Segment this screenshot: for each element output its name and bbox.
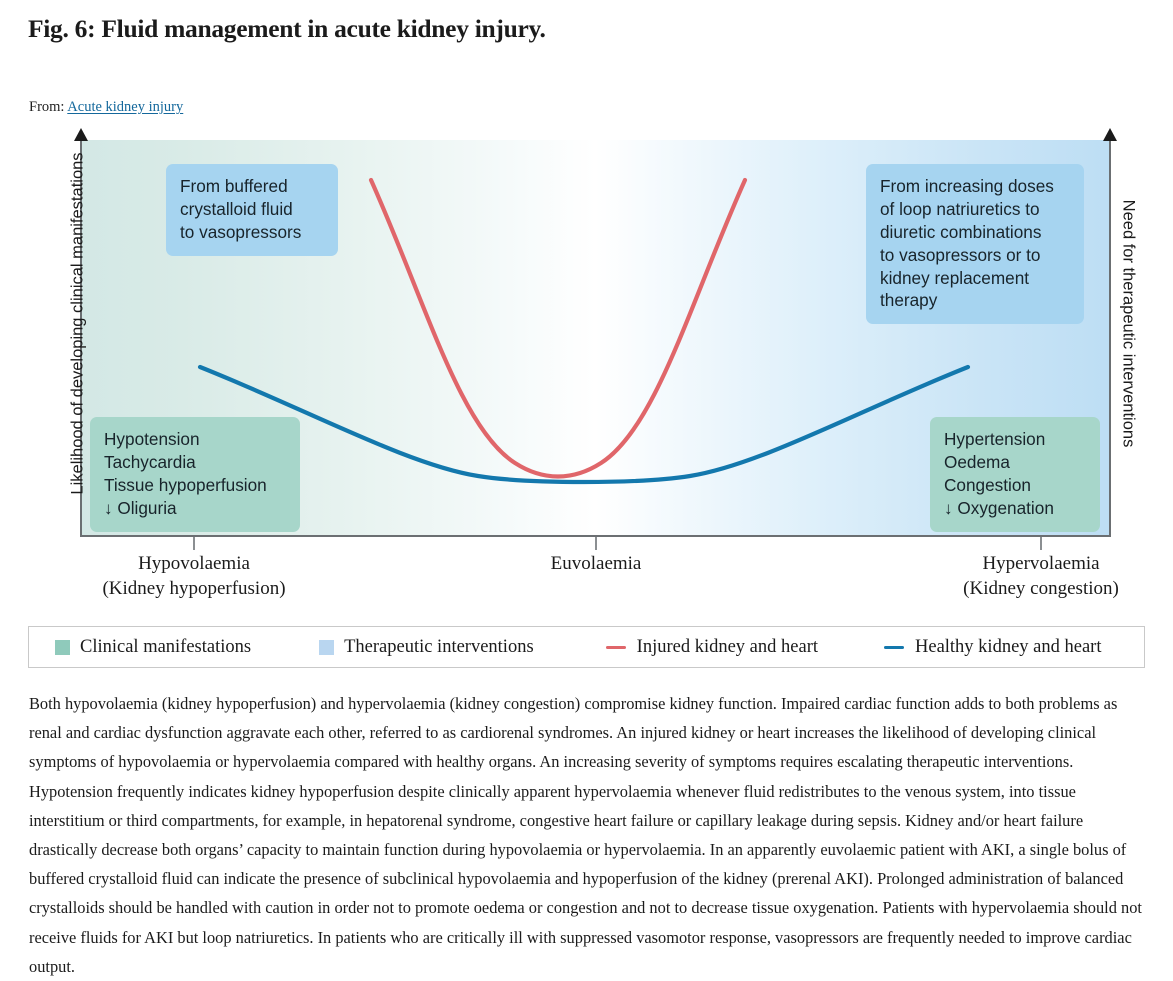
legend-label-therapeutic-interventions: Therapeutic interventions [344, 636, 534, 657]
source-attribution: From: Acute kidney injury [29, 99, 183, 116]
y-axis-right-line [1109, 140, 1111, 536]
chart-legend: Clinical manifestations Therapeutic inte… [28, 626, 1145, 668]
legend-line-icon-injured-kidney-and-heart [605, 645, 626, 649]
plot-area: Likelihood of developing clinical manife… [28, 128, 1145, 618]
y-axis-left-arrow-icon [74, 128, 88, 141]
x-tick-label-hypovolaemia-main: Hypovolaemia [138, 553, 250, 574]
legend-item-injured-kidney-and-heart: Injured kidney and heart [605, 636, 818, 658]
y-axis-left-title: Likelihood of developing clinical manife… [68, 152, 87, 495]
legend-label-clinical-manifestations: Clinical manifestations [80, 636, 252, 657]
x-tick-mark-hypervolaemia [1040, 537, 1042, 550]
legend-label-healthy-kidney-and-heart: Healthy kidney and heart [915, 636, 1102, 657]
annotation-manifestations-hypovolaemia: Hypotension Tachycardia Tissue hypoperfu… [90, 417, 300, 532]
annotation-manifestations-hypervolaemia: Hypertension Oedema Congestion ↓ Oxygena… [930, 417, 1100, 532]
legend-swatch-icon-clinical-manifestations [55, 639, 70, 655]
x-tick-label-hypervolaemia-sub: (Kidney congestion) [963, 577, 1119, 599]
page-title: Fig. 6: Fluid management in acute kidney… [28, 14, 546, 43]
x-tick-mark-hypovolaemia [193, 537, 195, 550]
legend-label-injured-kidney-and-heart: Injured kidney and heart [636, 636, 818, 657]
x-tick-label-hypovolaemia-sub: (Kidney hypoperfusion) [102, 577, 286, 599]
legend-swatch-icon-therapeutic-interventions [319, 639, 335, 655]
legend-line-icon-healthy-kidney-and-heart [884, 645, 904, 649]
legend-item-healthy-kidney-and-heart: Healthy kidney and heart [884, 637, 1101, 658]
x-tick-label-hypervolaemia-main: Hypervolaemia [982, 553, 1100, 574]
legend-item-clinical-manifestations: Clinical manifestations [55, 637, 251, 658]
y-axis-right-arrow-icon [1103, 128, 1117, 141]
from-label: From: [29, 99, 65, 115]
y-axis-right-title: Need for therapeutic interventions [1119, 199, 1138, 448]
figure-caption: Both hypovolaemia (kidney hypoperfusion)… [29, 694, 1142, 976]
annotation-therapeutic-hypervolaemia: From increasing doses of loop natriureti… [866, 164, 1084, 325]
source-article-link[interactable]: Acute kidney injury [67, 99, 184, 115]
x-tick-label-euvolaemia-main: Euvolaemia [550, 553, 642, 574]
figure-chart: Likelihood of developing clinical manife… [28, 128, 1145, 618]
annotation-therapeutic-hypovolaemia: From buffered crystalloid fluid to vasop… [166, 164, 338, 256]
x-tick-label-hypovolaemia: Hypovolaemia (Kidney hypoperfusion) [34, 552, 354, 601]
x-tick-label-euvolaemia: Euvolaemia [436, 552, 756, 577]
legend-item-therapeutic-interventions: Therapeutic interventions [319, 637, 534, 658]
x-axis-line [80, 535, 1111, 537]
y-axis-left-line [80, 140, 82, 536]
x-tick-mark-euvolaemia [595, 537, 597, 550]
x-tick-label-hypervolaemia: Hypervolaemia (Kidney congestion) [881, 552, 1173, 601]
